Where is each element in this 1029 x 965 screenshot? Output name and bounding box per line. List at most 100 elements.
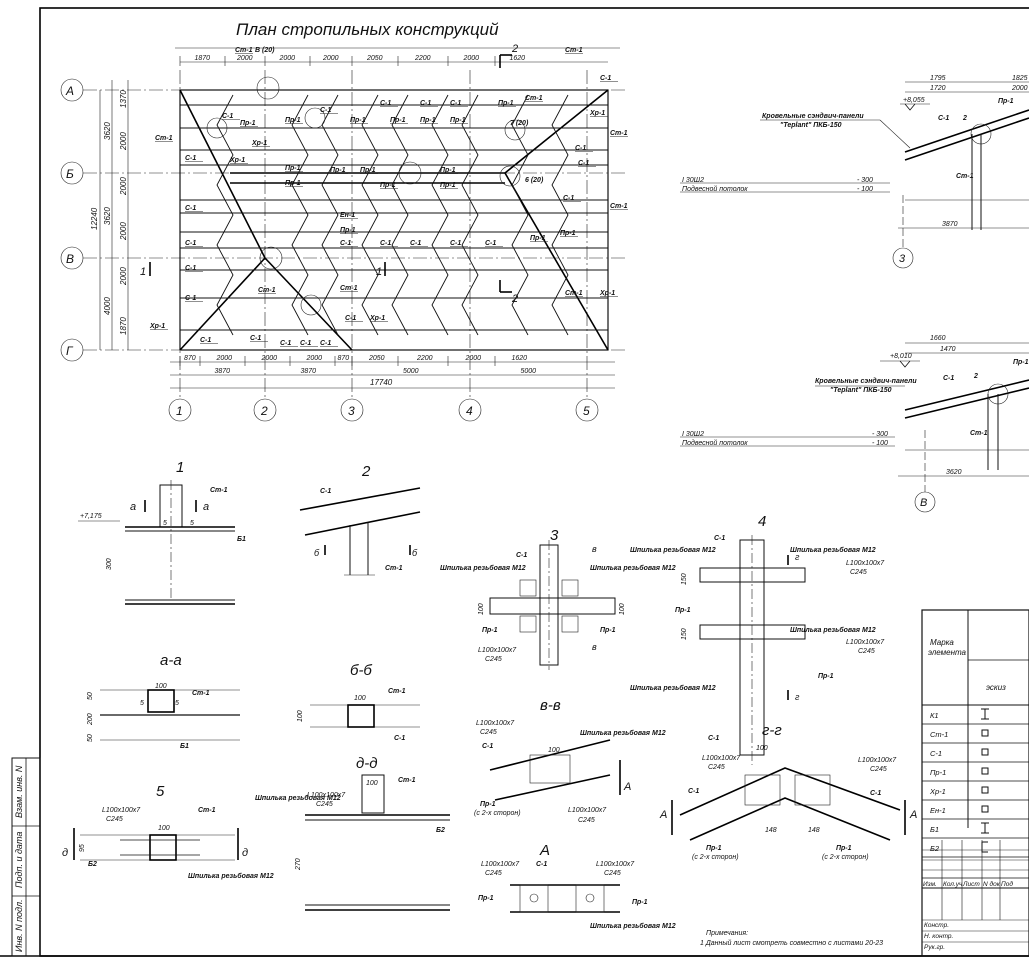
plan-label: Ст-1 bbox=[610, 130, 628, 137]
plan-label: С-1 bbox=[185, 265, 196, 272]
top-dim: 2000 bbox=[463, 55, 480, 62]
svg-text:2: 2 bbox=[260, 404, 268, 418]
plan-label: С-1 bbox=[185, 295, 196, 302]
svg-text:С245: С245 bbox=[708, 764, 725, 771]
svg-text:1720: 1720 bbox=[930, 85, 946, 92]
svg-text:1870: 1870 bbox=[119, 317, 128, 335]
table-row-mark: Б2 bbox=[930, 844, 940, 853]
svg-text:50: 50 bbox=[87, 734, 94, 742]
svg-text:Пр-1: Пр-1 bbox=[675, 607, 691, 614]
svg-text:300: 300 bbox=[106, 558, 113, 570]
svg-text:Шпилька резьбовая М12: Шпилька резьбовая М12 bbox=[255, 794, 341, 802]
svg-text:С-1: С-1 bbox=[536, 861, 547, 868]
svg-text:Ст-1: Ст-1 bbox=[388, 688, 406, 695]
plan-label: Хр-1 bbox=[589, 110, 605, 117]
svg-text:200: 200 bbox=[87, 713, 94, 726]
svg-text:L100х100х7: L100х100х7 bbox=[858, 757, 897, 764]
top-dim: 2000 bbox=[322, 55, 339, 62]
axis-col-2 bbox=[253, 398, 277, 422]
svg-text:Лист: Лист bbox=[962, 881, 980, 888]
svg-text:С-1: С-1 bbox=[394, 735, 405, 742]
svg-text:3: 3 bbox=[348, 404, 355, 418]
svg-text:4: 4 bbox=[466, 404, 473, 418]
svg-text:Ст-1: Ст-1 bbox=[970, 430, 988, 437]
table-row-mark: Хр-1 bbox=[929, 787, 946, 796]
svg-text:L100х100х7: L100х100х7 bbox=[307, 792, 346, 799]
svg-text:д: д bbox=[242, 847, 248, 859]
plan-label: Ен-1 bbox=[340, 212, 355, 219]
section-mark-1-left: 1 bbox=[140, 262, 151, 278]
plan-label: С-1 bbox=[450, 100, 461, 107]
detail-A: А L100х100х7 С245 С-1 L100х100х7 С245 Пр… bbox=[478, 842, 676, 930]
plan-label: С-1 bbox=[320, 340, 331, 347]
svg-text:элемента: элемента bbox=[928, 648, 967, 657]
svg-text:Пр-1: Пр-1 bbox=[480, 801, 496, 808]
svg-text:С-1: С-1 bbox=[688, 788, 699, 795]
svg-text:"Teplant" ПКБ-150: "Teplant" ПКБ-150 bbox=[830, 387, 892, 394]
svg-text:Пр-1: Пр-1 bbox=[632, 899, 648, 906]
top-dim: 2000 bbox=[279, 55, 296, 62]
plan-label: С-1 bbox=[563, 195, 574, 202]
svg-text:а-а: а-а bbox=[160, 652, 182, 669]
section-notes-top: I 30Ш2 Подвесной потолок - 300 - 100 bbox=[680, 177, 890, 193]
svg-text:1470: 1470 bbox=[940, 346, 956, 353]
plan-label: Пр-1 bbox=[360, 167, 376, 174]
svg-text:148: 148 bbox=[808, 827, 820, 834]
detail-4: 4 С-1 Шпилька резьбовая М12 Шпилька резь… bbox=[630, 513, 885, 765]
svg-text:Пр-1: Пр-1 bbox=[706, 845, 722, 852]
svg-text:А: А bbox=[539, 842, 550, 859]
plan-label: Ст-1 bbox=[340, 285, 358, 292]
plan-label: Ст-1 bbox=[155, 135, 173, 142]
plan-label: С-1 bbox=[420, 100, 431, 107]
svg-text:3620: 3620 bbox=[103, 207, 112, 225]
section-mark-1-right: 1 bbox=[376, 262, 386, 278]
svg-text:б: б bbox=[412, 548, 418, 558]
svg-text:I 30Ш2: I 30Ш2 bbox=[682, 177, 704, 184]
svg-text:870: 870 bbox=[338, 355, 350, 362]
plan-label: С-1 bbox=[575, 145, 586, 152]
svg-text:в: в bbox=[592, 544, 597, 554]
section-vv: в-в L100х100х7 С245 С-1 100 Шпилька резь… bbox=[474, 697, 666, 824]
svg-text:2000: 2000 bbox=[119, 177, 128, 196]
svg-text:С245: С245 bbox=[850, 569, 867, 576]
detail-2: 2 С-1 б б Ст-1 bbox=[299, 463, 421, 576]
plan-label: Пр-1 bbox=[390, 117, 406, 124]
svg-text:С245: С245 bbox=[485, 656, 502, 663]
svg-text:5: 5 bbox=[190, 520, 194, 527]
svg-text:г: г bbox=[795, 552, 800, 562]
svg-text:Изм.: Изм. bbox=[923, 881, 937, 888]
svg-text:1: 1 bbox=[176, 404, 183, 418]
svg-text:L100х100х7: L100х100х7 bbox=[102, 807, 141, 814]
svg-text:С245: С245 bbox=[858, 648, 875, 655]
plan-label: С-1 bbox=[300, 340, 311, 347]
plan-label: С-1 bbox=[578, 160, 589, 167]
svg-text:эскиз: эскиз bbox=[986, 683, 1006, 692]
plan-label: С-1 bbox=[280, 340, 291, 347]
svg-text:А: А bbox=[623, 781, 631, 793]
svg-text:Примечания:: Примечания: bbox=[706, 930, 748, 937]
plan-label: Хр-1 bbox=[251, 140, 267, 147]
svg-text:2050: 2050 bbox=[368, 355, 385, 362]
svg-text:2200: 2200 bbox=[416, 355, 433, 362]
section-bb: б-б 100 Ст-1 С-1 100 bbox=[297, 662, 420, 742]
svg-text:Шпилька резьбовая М12: Шпилька резьбовая М12 bbox=[590, 922, 676, 930]
table-row-mark: С-1 bbox=[930, 749, 942, 758]
svg-text:в: в bbox=[592, 642, 597, 652]
plan-label: С-1 bbox=[380, 240, 391, 247]
top-dim: 2000 bbox=[236, 55, 253, 62]
svg-text:5: 5 bbox=[140, 700, 144, 707]
svg-text:Б: Б bbox=[66, 167, 74, 181]
svg-text:Г: Г bbox=[66, 344, 74, 358]
plan-label: Ст-1 bbox=[525, 95, 543, 102]
plan-label: Хр-1 bbox=[369, 315, 385, 322]
svg-text:г: г bbox=[795, 692, 800, 702]
svg-text:Рук.гр.: Рук.гр. bbox=[924, 944, 945, 951]
axis-col-3 bbox=[340, 398, 364, 422]
plan-label: Хр-1 bbox=[149, 323, 165, 330]
svg-text:С-1: С-1 bbox=[482, 743, 493, 750]
axis-col-4 bbox=[458, 398, 482, 422]
svg-text:3: 3 bbox=[550, 527, 559, 544]
svg-text:4000: 4000 bbox=[103, 297, 112, 315]
section-mark-2-top: 2 bbox=[499, 43, 518, 68]
svg-text:2: 2 bbox=[361, 463, 371, 480]
